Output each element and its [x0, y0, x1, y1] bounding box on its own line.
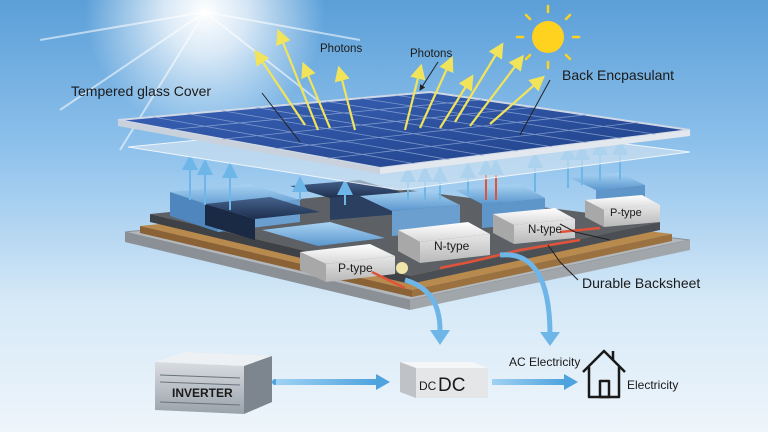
panel-grid-line [360, 97, 622, 139]
label-inverter: INVERTER [172, 386, 233, 400]
label-cell-p-type-left: P-type [338, 261, 373, 275]
label-photons-left: Photons [320, 43, 362, 55]
flow-arrows-down [404, 252, 560, 346]
spark [396, 262, 408, 274]
inverter-box-icon [155, 352, 272, 414]
cell-n-type-right [493, 208, 575, 244]
label-photons-right: Photons [410, 48, 452, 60]
panel-grid-line [152, 116, 415, 165]
panel-grid-line [221, 110, 484, 156]
label-glass-cover: Tempered glass Cover [71, 83, 211, 99]
panel-grid-line [256, 107, 518, 152]
label-dc-small: DC [419, 379, 437, 393]
panel-grid-line [395, 94, 656, 135]
wire-traces [371, 226, 601, 290]
dc-box [400, 362, 488, 398]
photon-arrows [254, 28, 545, 131]
solar-panel-top [117, 90, 691, 174]
cell-n-type-left [398, 222, 490, 263]
arrow-inverter-to-dc [272, 374, 390, 390]
label-back-encapsulant: Back Encpasulant [562, 67, 674, 83]
label-cell-n-type-right: N-type [528, 224, 562, 236]
house-icon [582, 349, 626, 399]
panel-grid-line [325, 100, 587, 144]
panel-grid-line [275, 114, 587, 150]
arrow-dc-to-house [492, 374, 578, 390]
label-ac-electricity: AC Electricity [509, 355, 580, 369]
sun-icon [515, 4, 581, 70]
panel-grid-line [327, 122, 639, 159]
cell-p-type-right [585, 195, 660, 227]
label-electricity: Electricity [627, 378, 678, 392]
panel-grid-line [222, 106, 535, 140]
sun-glare [39, 0, 361, 151]
label-cell-p-type-right: P-type [610, 207, 642, 219]
panel-grid-line [187, 113, 449, 160]
label-durable-backsheet: Durable Backsheet [582, 275, 700, 291]
leader-lines [261, 61, 611, 281]
label-dc-large: DC [438, 375, 465, 396]
cell-layer [170, 173, 660, 290]
label-cell-n-type-left: N-type [434, 239, 470, 253]
